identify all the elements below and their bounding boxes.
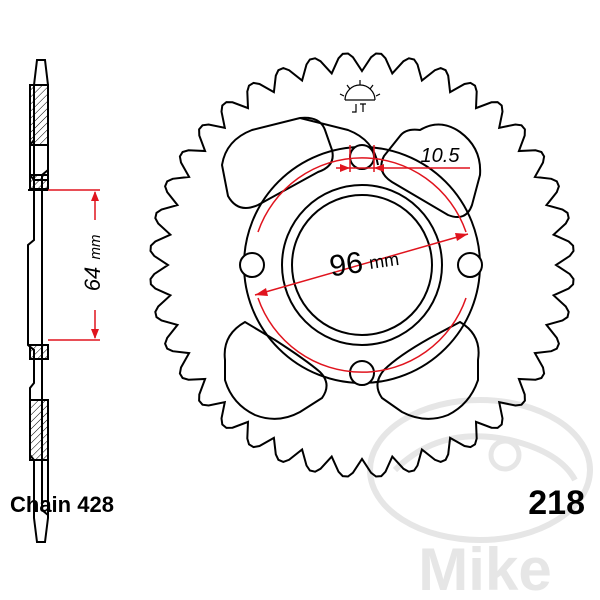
bolt-holes (239, 144, 483, 386)
bolt-hole-left (239, 252, 265, 278)
hatch-bottom (29, 399, 49, 461)
bolt-circle-arrow-right (455, 233, 468, 241)
bolt-hole-dimension (336, 145, 470, 172)
cutout-top-right-shape (380, 123, 482, 218)
hatch-lower-hub (29, 344, 49, 360)
bolt-circle-arrow-left (255, 288, 268, 296)
side-dimension-value: 64 (80, 267, 105, 291)
hatch-top (29, 84, 49, 146)
hatch-upper-hub (29, 174, 49, 190)
bolt-circle-unit: mm (368, 249, 400, 273)
side-profile (27, 59, 49, 543)
bolt-circle-value: 96 (327, 246, 365, 283)
bolt-hole-arrow-left (340, 164, 350, 172)
cutout-top-right (299, 117, 379, 166)
jt-logo-icon (339, 80, 381, 113)
chain-label: Chain 428 (10, 492, 114, 517)
arrow-up (91, 191, 99, 201)
side-dimension-unit: mm (87, 235, 104, 260)
bolt-circle-dimension (254, 157, 469, 373)
bolt-hole-bottom (349, 360, 375, 386)
cutout-bottom-left (223, 320, 328, 420)
hub-inner-ring (291, 194, 433, 336)
bolt-hole-value: 10.5 (421, 145, 461, 167)
bolt-hole-arrow-right (374, 164, 384, 172)
side-dimension: 64 mm (48, 189, 105, 341)
sprocket-teeth (149, 52, 575, 478)
arrow-down (91, 329, 99, 339)
bolt-hole-top (349, 144, 375, 170)
bolt-circle-arc-bottom (257, 297, 467, 373)
part-number: 218 (528, 484, 585, 522)
watermark-text: Mike (418, 536, 551, 600)
bolt-circle-diameter-line (254, 233, 469, 296)
cutout-bottom-right (376, 320, 480, 420)
bolt-hole-right (457, 252, 483, 278)
bolt-circle-arc-top (257, 157, 467, 233)
hub-center-bore (281, 184, 443, 346)
watermark: Mike (367, 397, 593, 600)
cutout-top-left (220, 116, 334, 209)
sprocket: 96 mm 10.5 (149, 52, 575, 478)
